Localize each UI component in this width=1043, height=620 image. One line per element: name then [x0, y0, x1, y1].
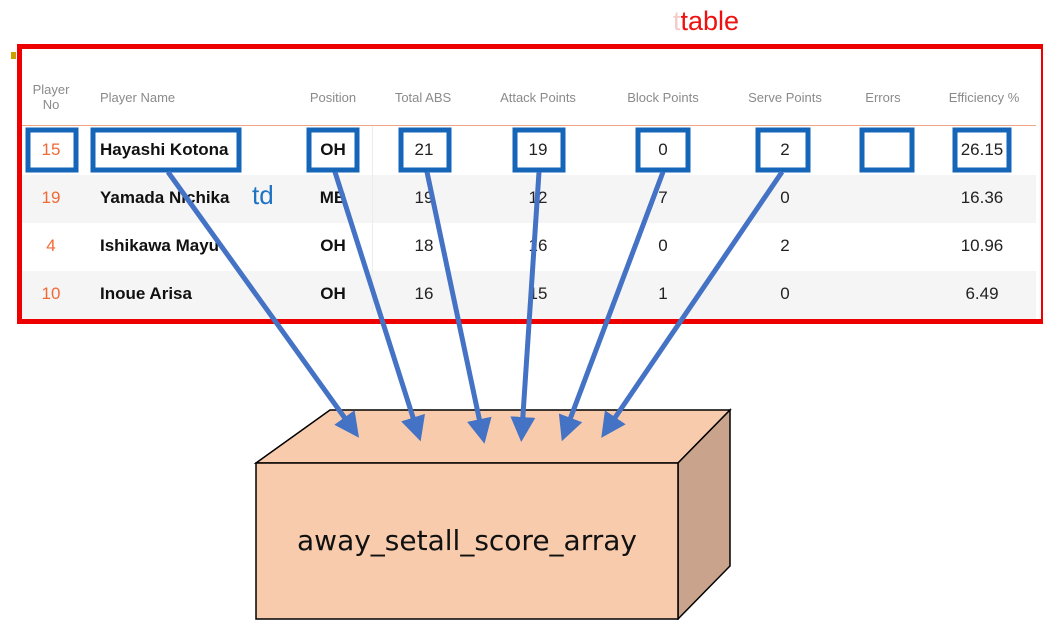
cell-player-no: 10 — [41, 284, 61, 303]
arrow-serve-points — [601, 170, 785, 438]
cell-block-points: 7 — [658, 188, 668, 207]
header-attack-points: Attack Points — [500, 90, 576, 105]
header-total-abs: Total ABS — [394, 90, 452, 105]
cell-position: OH — [320, 284, 346, 303]
td-box-block-points — [635, 127, 691, 173]
cell-player-no: 4 — [46, 236, 56, 255]
cell-serve-points: 0 — [780, 188, 790, 207]
td-box-total-abs — [398, 127, 452, 173]
td-box-position — [306, 127, 360, 173]
cell-player-name: Inoue Arisa — [100, 284, 192, 303]
arrow-position — [332, 171, 425, 442]
cell-player-name: Yamada Nichika — [100, 188, 230, 207]
cell-serve-points: 2 — [780, 236, 790, 255]
cell-efficiency: 10.96 — [960, 236, 1004, 255]
header-player-no: Player No — [32, 82, 70, 112]
column-separator — [372, 126, 373, 312]
cell-block-points: 0 — [658, 236, 668, 255]
cell-total-abs: 21 — [414, 140, 434, 159]
table-row-stripe — [22, 175, 1036, 223]
arrow-block-points — [558, 171, 666, 442]
header-divider — [22, 125, 1036, 126]
header-block-points: Block Points — [627, 90, 699, 105]
cell-attack-points: 19 — [528, 140, 548, 159]
cell-serve-points: 0 — [780, 284, 790, 303]
td-annotation-label: td — [252, 180, 274, 210]
stray-mark — [11, 52, 16, 59]
cell-efficiency: 6.49 — [965, 284, 999, 303]
cell-position: OH — [320, 140, 346, 159]
cell-block-points: 1 — [658, 284, 668, 303]
cell-player-name: Ishikawa Mayu — [100, 236, 220, 255]
arrow-player-name — [165, 170, 360, 438]
array-box-front — [255, 462, 679, 620]
cell-player-name: Hayashi Kotona — [100, 140, 229, 159]
cell-position: OH — [320, 236, 346, 255]
cell-player-no: 19 — [41, 188, 61, 207]
td-box-efficiency — [952, 127, 1012, 173]
td-box-player-name — [90, 127, 242, 173]
cell-serve-points: 2 — [780, 140, 790, 159]
td-box-attack-points — [512, 127, 566, 173]
cell-block-points: 0 — [658, 140, 668, 159]
td-box-serve-points — [755, 127, 811, 173]
header-errors: Errors — [865, 90, 901, 105]
cell-efficiency: 16.36 — [960, 188, 1004, 207]
header-efficiency: Efficiency % — [948, 90, 1020, 105]
array-name-label: away_setall_score_array — [297, 524, 637, 557]
header-serve-points: Serve Points — [748, 90, 822, 105]
cell-total-abs: 19 — [414, 188, 434, 207]
cell-total-abs: 18 — [414, 236, 434, 255]
arrow-attack-points — [510, 171, 542, 442]
table-annotation-label: ttable — [673, 6, 740, 36]
header-position: Position — [309, 90, 357, 105]
arrow-total-abs — [424, 171, 492, 444]
td-box-player-no — [25, 127, 79, 173]
cell-efficiency: 26.15 — [960, 140, 1004, 159]
cell-player-no: 15 — [41, 140, 61, 159]
cell-total-abs: 16 — [414, 284, 434, 303]
td-box-errors — [859, 127, 915, 173]
header-player-name: Player Name — [100, 90, 176, 105]
